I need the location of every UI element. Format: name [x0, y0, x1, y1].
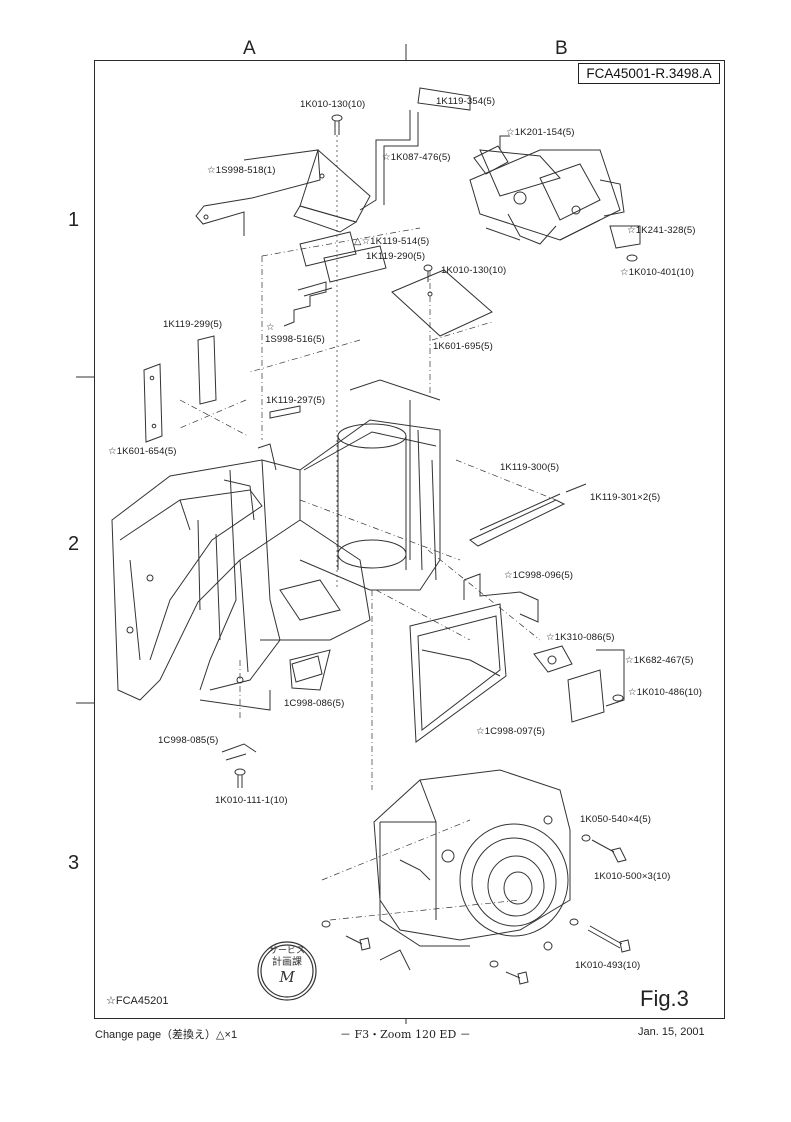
stamp-line-2: 計画課 — [272, 957, 302, 968]
part-1c998-085 — [221, 743, 257, 788]
row-label-2: 2 — [68, 533, 80, 555]
part-label: 1K119-354(5) — [436, 96, 496, 107]
part-label: 1K119-290(5) — [366, 251, 426, 262]
screw-top — [331, 114, 343, 590]
part-label: 1C998-086(5) — [284, 698, 345, 709]
stamp-line-3: M — [279, 968, 295, 986]
footer-code: ☆FCA45201 — [106, 995, 169, 1007]
diagram-frame — [94, 60, 725, 1019]
part-label: 1K010-130(10) — [300, 99, 366, 110]
part-label: △☆1K119-514(5) — [354, 236, 430, 247]
footer-model: － F3・Zoom 120 ED － — [340, 1028, 471, 1041]
flex-1k119-300 — [469, 483, 587, 547]
part-label: 1K010-493(10) — [575, 960, 641, 971]
sheet-1k119-514 — [299, 231, 357, 267]
plate-1k601-654 — [143, 363, 163, 443]
part-label: 1K119-299(5) — [163, 319, 223, 330]
part-label: ☆1K310-086(5) — [546, 632, 615, 643]
part-label: ☆1C998-097(5) — [476, 726, 546, 737]
part-label: ☆1K601-654(5) — [108, 446, 177, 457]
part-label: 1C998-085(5) — [158, 735, 219, 746]
plate-1k601-695 — [391, 264, 493, 337]
service-stamp: サービス 計画課 M — [262, 946, 312, 986]
part-label: ☆ — [266, 322, 275, 333]
plate-1c998-097 — [409, 603, 507, 743]
mechanism-b1 — [469, 135, 641, 262]
main-chassis — [111, 379, 441, 711]
row-label-1: 1 — [68, 209, 80, 231]
part-label: ☆1C998-096(5) — [504, 570, 574, 581]
lens-screws — [321, 834, 631, 985]
part-label: 1K119-300(5) — [500, 462, 560, 473]
sheet-1k119-299 — [197, 335, 217, 405]
part-label: 1K119-301×2(5) — [590, 492, 661, 503]
row-label-3: 3 — [68, 852, 80, 874]
flex-cable-top — [359, 87, 471, 211]
column-label-a: A — [243, 38, 256, 59]
part-label: 1K050-540×4(5) — [580, 814, 652, 825]
document-id: FCA45001-R.3498.A — [578, 63, 720, 84]
part-label: ☆1K010-486(10) — [628, 687, 703, 698]
footer-change-page: Change page（差換え）△×1 — [95, 1029, 238, 1041]
part-label: 1K010-500×3(10) — [594, 871, 671, 882]
figure-label: Fig.3 — [640, 986, 689, 1011]
part-label: ☆1K241-328(5) — [627, 225, 696, 236]
part-label: ☆1K201-154(5) — [506, 127, 575, 138]
stamp-line-1: サービス — [268, 946, 305, 956]
bracket-1s998-518 — [195, 149, 371, 236]
part-label: ☆1S998-518(1) — [207, 165, 276, 176]
part-label: ☆1K682-467(5) — [625, 655, 694, 666]
flex-1s998-516 — [283, 281, 327, 327]
service-stamp-circle — [257, 941, 317, 1001]
lens-unit — [373, 769, 571, 971]
part-label: 1K010-130(10) — [441, 265, 507, 276]
column-label-b: B — [555, 38, 568, 59]
part-label: ☆1K087-476(5) — [382, 152, 451, 163]
part-label: 1K119-297(5) — [266, 395, 326, 406]
bracket-1k682-467 — [567, 649, 625, 723]
shield-1c998-096 — [463, 573, 539, 623]
part-label: 1S998-516(5) — [265, 334, 325, 345]
part-label: ☆1K010-401(10) — [620, 267, 695, 278]
part-label: 1K601-695(5) — [433, 341, 493, 352]
part-label: 1K010-111-1(10) — [215, 795, 288, 806]
footer-date: Jan. 15, 2001 — [638, 1026, 705, 1038]
part-1k310-086 — [533, 645, 573, 673]
